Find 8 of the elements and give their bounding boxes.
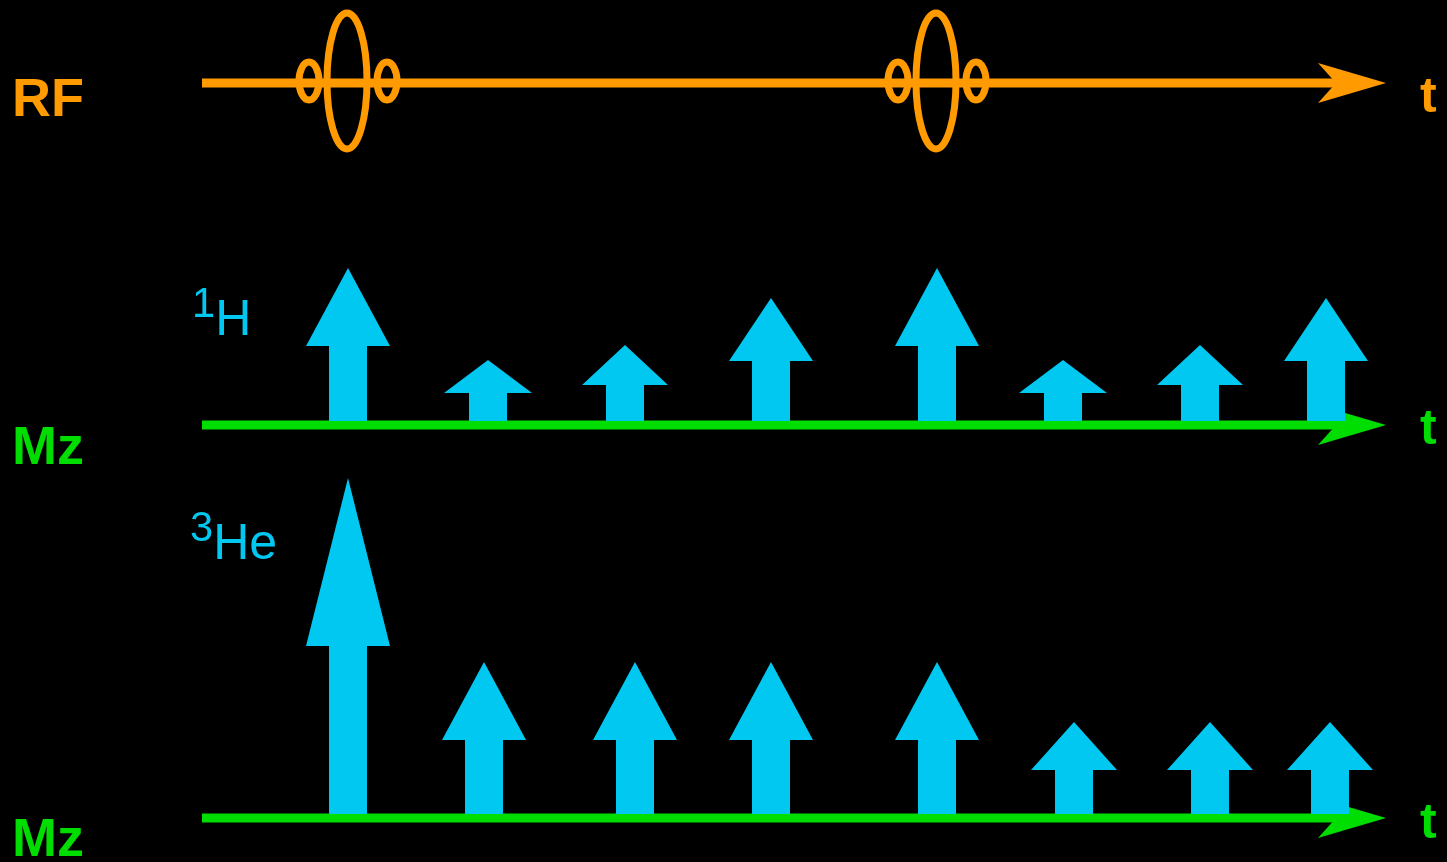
axis-label: t [1420,70,1437,120]
axis-label: Mz [12,418,84,472]
axis-label: t [1420,402,1437,452]
axis-label: t [1420,796,1437,846]
nucleus-label: $^{3}$He [190,506,278,567]
axis-label: Mz [12,810,84,862]
axis-label: RF [12,70,84,124]
nucleus-label: $^{1}$H [192,282,252,343]
